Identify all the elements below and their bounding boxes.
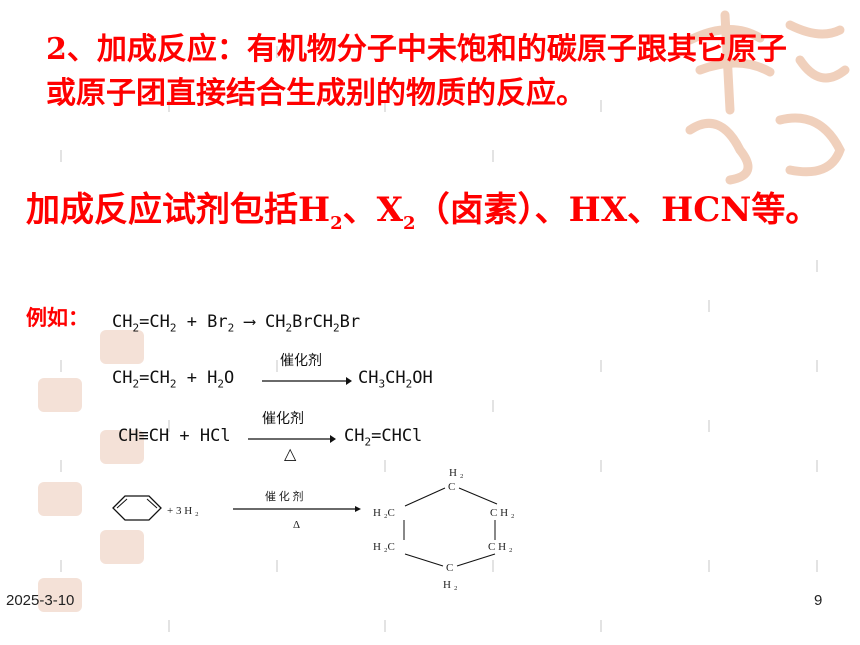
addition-reaction-definition: 2、加成反应：有机物分子中未饱和的碳原子跟其它原子或原子团直接结合生成别的物质的… (46, 28, 806, 116)
atom-label: H ₂C (373, 507, 395, 519)
reagent-list: 加成反应试剂包括H2、X2（卤素）、HX、HCN等。 (26, 184, 826, 250)
reagent-text-a: 加成反应试剂包括H (26, 190, 331, 230)
reagent-sub-b: 2 (403, 212, 416, 234)
atom-label: C H ₂ (488, 541, 513, 553)
atom-label: C H ₂ (490, 507, 515, 519)
catalyst-label: 催化剂 (262, 411, 304, 427)
catalyst-label: 催 化 剂 (265, 489, 304, 503)
page-number: 9 (814, 592, 823, 609)
equation-ethyne-hcl-product: CH2=CHCl (344, 426, 423, 449)
calligraphy-watermark (685, 10, 850, 185)
atom-label: H ₂C (373, 541, 395, 553)
heat-symbol: △ (284, 444, 297, 463)
seal-decoration (100, 530, 144, 564)
reagent-text-c: （卤素）、HX、HCN等。 (415, 190, 820, 230)
atom-label: C (448, 481, 455, 493)
definition-heading: 2、加成反应： (46, 32, 247, 67)
seal-decoration (38, 578, 82, 612)
reaction-arrow (262, 377, 352, 385)
benzene-ring (112, 495, 162, 521)
benzene-hydrogenation: + 3 H ₂ 催 化 剂 Δ H ₂ C H ₂C C H ₂ H ₂C C … (112, 468, 515, 591)
cyclohexane-bonds (403, 487, 498, 567)
atom-label: H ₂ (443, 579, 458, 591)
benzene-double-bond (146, 498, 158, 509)
example-label: 例如： (26, 305, 89, 330)
equation-ethene-water-product: CH3CH2OH (358, 368, 433, 391)
footer-date: 2025-3-10 (6, 592, 75, 609)
equation-ethyne-hcl: CH≡CH + HCl (118, 426, 231, 446)
benzene-double-bond (116, 498, 128, 509)
reaction-arrow (248, 435, 336, 443)
seal-decoration (38, 482, 82, 516)
definition-text: 有机物分子中未饱和的碳原子跟其它原子或原子团直接结合生成别的物质的反应。 (46, 32, 787, 111)
reagent-text-b: 、X (342, 190, 404, 230)
seal-decoration (100, 330, 144, 364)
hydrogen-reagent: + 3 H ₂ (167, 505, 199, 517)
seal-decoration (100, 430, 144, 464)
seal-decoration (38, 378, 82, 412)
heat-symbol: Δ (293, 519, 300, 531)
equation-ethene-bromine: CH2=CH2 + Br2 ⟶ CH2BrCH2Br (112, 312, 361, 335)
equation-ethene-water: CH2=CH2 + H2O (112, 368, 235, 391)
atom-label: C (446, 562, 453, 574)
reagent-sub-a: 2 (330, 212, 343, 234)
catalyst-label: 催化剂 (280, 353, 322, 369)
atom-label: H ₂ (449, 468, 464, 479)
